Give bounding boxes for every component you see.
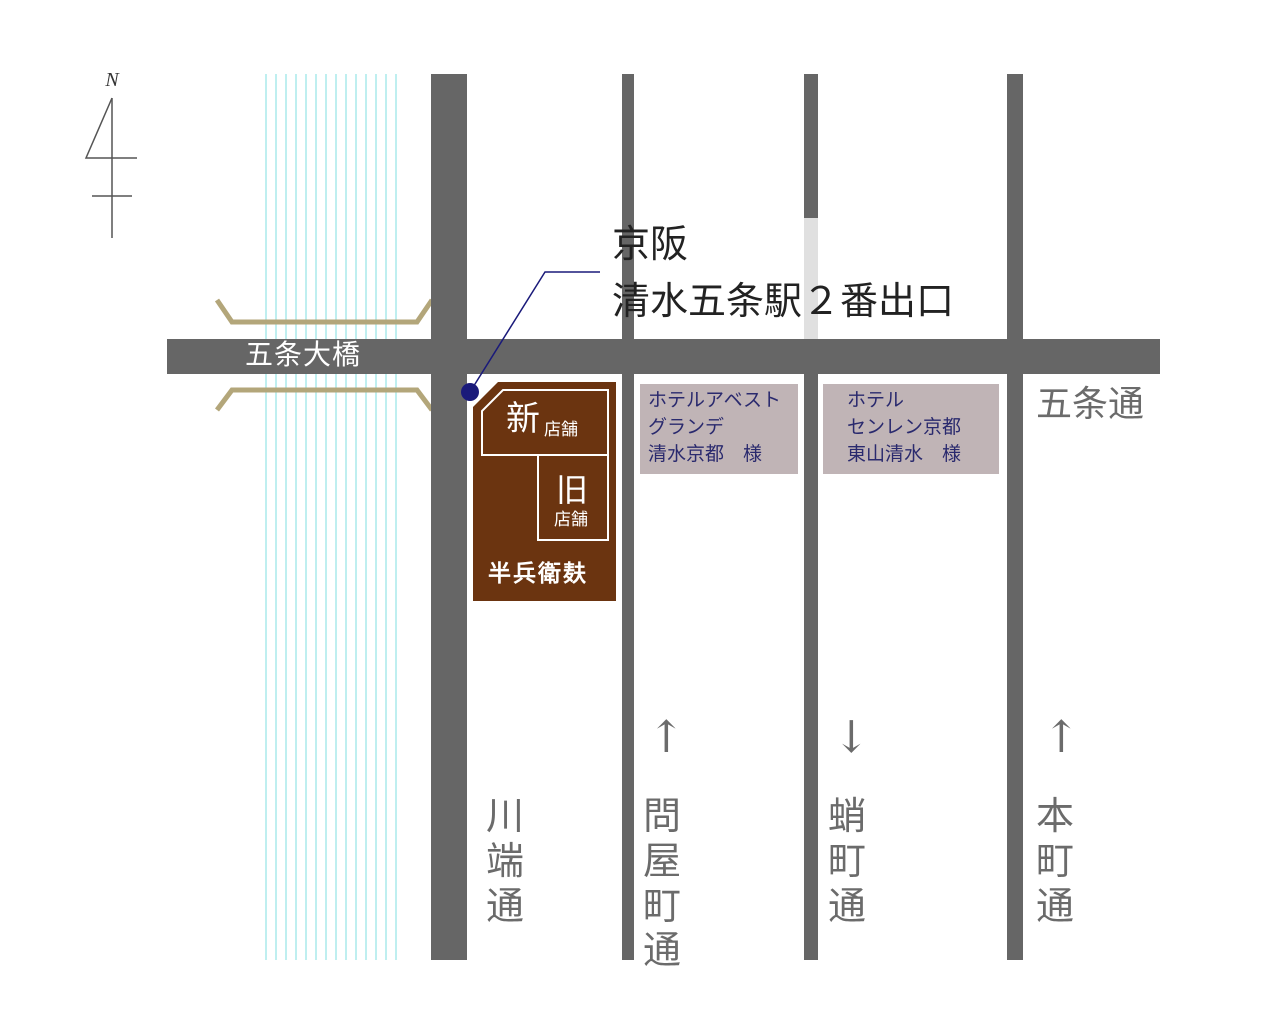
street-kawabata: 川 端 通	[485, 794, 524, 928]
station-line1: 京阪	[612, 222, 689, 266]
hotel-abest-line: 清水京都 様	[648, 443, 763, 465]
north-arrow-icon	[84, 97, 137, 238]
station-label: 京阪 清水五条駅２番出口	[612, 216, 954, 330]
hotel-sanren-line: 東山清水 様	[847, 443, 962, 465]
street-yuumachi: 蛸 町 通	[827, 794, 866, 928]
station-pointer-line	[469, 271, 600, 393]
bridge-name: 五条大橋	[245, 338, 362, 371]
hotel-sanren: ホテル センレン京都 東山清水 様	[823, 384, 999, 474]
bridge-railing-north	[214, 298, 435, 325]
river	[265, 74, 397, 960]
station-exit-dot	[461, 383, 479, 401]
arrow-up-icon: ↑	[1043, 712, 1080, 763]
station-line2: 清水五条駅２番出口	[612, 279, 955, 323]
shop-new-small: 店舗	[544, 420, 578, 440]
shop-brand-logo: 半兵衛麸	[488, 560, 588, 587]
road-kawabata	[431, 74, 467, 960]
street-honmachi: 本 町 通	[1035, 794, 1074, 928]
hotel-abest: ホテルアベスト グランデ 清水京都 様	[640, 384, 798, 474]
arrow-up-icon: ↑	[648, 712, 685, 763]
road-honmachi	[1007, 74, 1023, 960]
shop-new-big: 新	[506, 399, 540, 439]
hotel-abest-line: ホテルアベスト	[648, 389, 782, 411]
hotel-sanren-line: センレン京都	[847, 416, 962, 438]
shop-old-small: 店舗	[554, 510, 588, 530]
hotel-abest-line: グランデ	[648, 416, 725, 438]
road-yuumachi	[804, 74, 818, 960]
compass-label: N	[104, 69, 120, 91]
road-gojo	[167, 339, 1160, 374]
road-yuumachi-light	[804, 218, 818, 339]
hotel-sanren-line: ホテル	[847, 389, 905, 411]
shop-old-big: 旧	[556, 471, 589, 509]
bridge-railing-south	[215, 387, 434, 412]
arrow-down-icon: ↓	[833, 712, 870, 763]
street-toiyamachi: 問 屋 町 通	[642, 794, 681, 973]
shop-block	[473, 382, 616, 601]
road-toiyamachi	[622, 74, 634, 960]
shop-old-outline	[537, 454, 609, 541]
street-gojo: 五条通	[1036, 384, 1145, 425]
